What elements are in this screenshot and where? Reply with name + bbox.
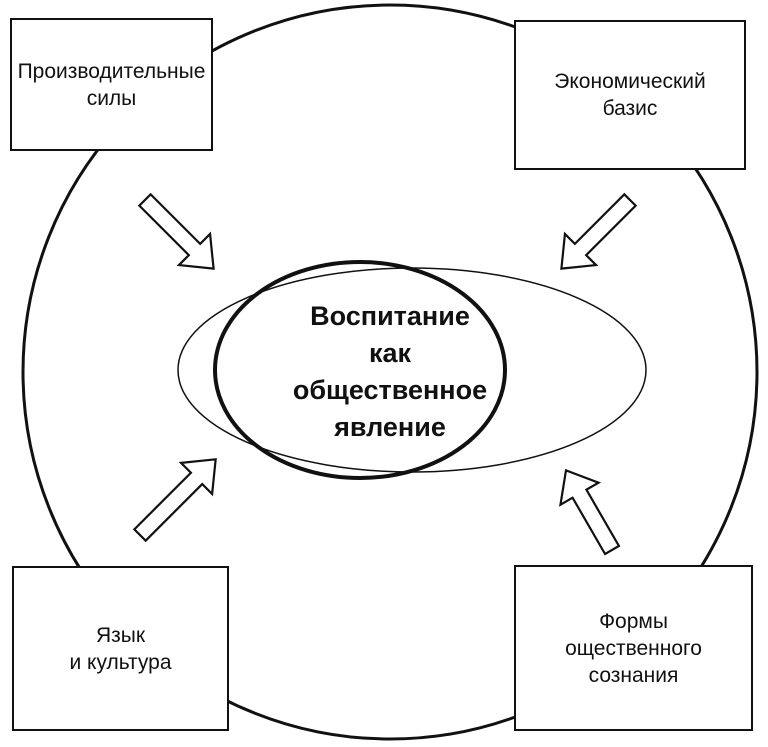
- center-line: явление: [334, 412, 446, 442]
- arrow-bottom-left: [132, 458, 217, 543]
- arrow-bottom-right: [558, 468, 621, 556]
- box-label: Формы ощественного сознания: [565, 609, 702, 687]
- center-line: как: [368, 338, 412, 368]
- center-title: Воспитание как общественное явление: [240, 298, 540, 446]
- box-forms-of-consciousness: Формы ощественного сознания: [514, 565, 753, 731]
- box-label: Экономический базис: [554, 70, 706, 120]
- box-language-culture: Язык и культура: [12, 566, 229, 731]
- center-line: общественное: [292, 375, 488, 405]
- box-label: Производительные силы: [17, 59, 206, 110]
- arrow-top-right: [560, 192, 638, 270]
- outer-circle: [21, 3, 759, 741]
- arrow-top-left: [137, 192, 215, 270]
- box-economic-basis: Экономический базис: [514, 20, 746, 170]
- center-line: Воспитание: [310, 301, 470, 331]
- box-label: Язык и культура: [69, 623, 172, 674]
- inner-thick-ellipse: [213, 260, 507, 480]
- box-productive-forces: Производительные силы: [10, 18, 213, 151]
